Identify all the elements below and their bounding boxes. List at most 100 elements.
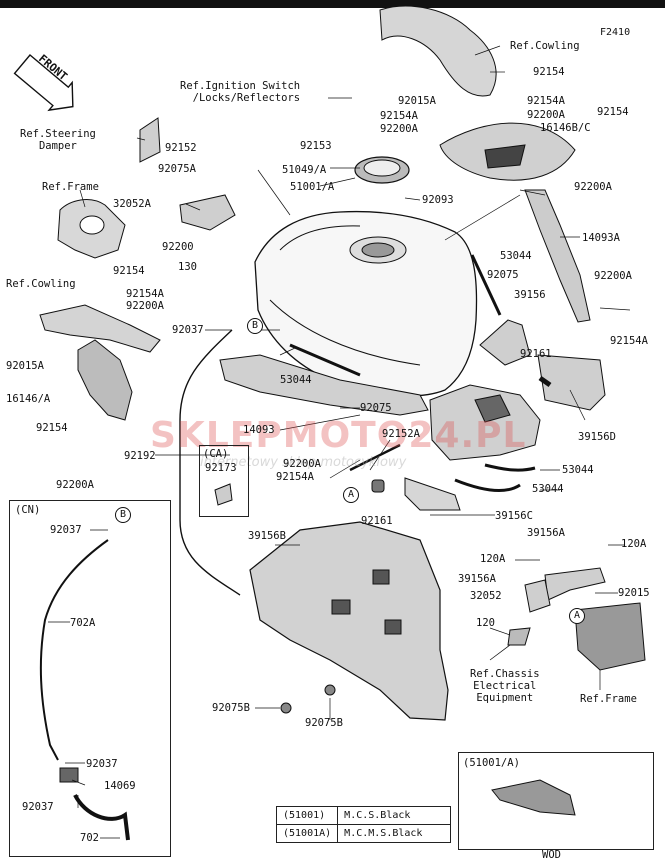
inset-box <box>458 752 654 850</box>
part-92154-ll: 92154 <box>36 422 68 434</box>
part-53044-c2: 53044 <box>532 483 564 495</box>
diagram-code: F2410 <box>600 27 631 38</box>
part-92152: 92152 <box>165 142 197 154</box>
part-92037-cn: 92037 <box>50 524 82 536</box>
part-14093A: 14093A <box>582 232 620 244</box>
cn-label: (CN) <box>15 504 41 516</box>
part-14069: 14069 <box>104 780 136 792</box>
part-39156A: 39156A <box>527 527 565 539</box>
part-92200A-c: 92200A <box>283 458 321 470</box>
ref-steering-label: Ref.Steering Damper <box>20 128 96 152</box>
part-92154A-top: 92154A <box>527 95 565 107</box>
part-92154A-mid: 92154A <box>380 110 418 122</box>
part-92015A-l: 92015A <box>6 360 44 372</box>
part-92037-cn3: 92037 <box>22 801 54 813</box>
marker-b-main: B <box>247 318 263 334</box>
part-53044-c: 53044 <box>562 464 594 476</box>
part-32052A: 32052A <box>113 198 151 210</box>
side-cowling-left <box>39 304 161 353</box>
part-53044-l: 53044 <box>280 374 312 386</box>
marker-b-cn: B <box>115 507 131 523</box>
part-92161-r: 92161 <box>520 348 552 360</box>
upper-cowling <box>379 5 497 97</box>
part-92173: 92173 <box>205 462 237 474</box>
ref-cowling-left-label: Ref.Cowling <box>6 278 76 290</box>
part-92075-r: 92075 <box>487 269 519 281</box>
part-92153: 92153 <box>300 140 332 152</box>
part-92154A-c: 92154A <box>276 471 314 483</box>
front-arrow-icon <box>13 54 74 112</box>
ca-label: (CA) <box>203 448 229 460</box>
part-92154-top: 92154 <box>533 66 565 78</box>
table-cell-color: M.C.S.Black <box>337 806 452 825</box>
part-92200A-r: 92200A <box>527 109 565 121</box>
part-92154A-r3: 92154A <box>610 335 648 347</box>
part-39156B: 39156B <box>248 530 286 542</box>
table-row: (51001) M.C.S.Black <box>275 806 452 825</box>
ref-frame-left-label: Ref.Frame <box>42 181 99 193</box>
part-14093: 14093 <box>243 424 275 436</box>
part-92154-l: 92154 <box>113 265 145 277</box>
part-92154-r: 92154 <box>597 106 629 118</box>
part-92075B-l: 92075B <box>212 702 250 714</box>
part-92154A-l: 92154A <box>126 288 164 300</box>
part-92015A-top: 92015A <box>398 95 436 107</box>
ref-ignition-label-1: Ref.Ignition Switch /Locks/Reflectors <box>180 80 301 104</box>
part-92200A-ll: 92200A <box>56 479 94 491</box>
part-39156: 39156 <box>514 289 546 301</box>
part-120: 120 <box>476 617 495 629</box>
table-cell-color: M.C.M.S.Black <box>337 824 452 843</box>
watermark-brand-accent: MOTO <box>282 415 409 456</box>
part-120A-l: 120A <box>480 553 506 565</box>
part-16146A: 16146/A <box>6 393 51 405</box>
marker-a-right: A <box>569 608 585 624</box>
side-cover-lower-left <box>219 354 429 416</box>
part-130: 130 <box>178 261 197 273</box>
table-cell-part: (51001) <box>275 806 339 825</box>
side-trim-right <box>524 189 591 323</box>
part-92037: 92037 <box>172 324 204 336</box>
part-92161-c: 92161 <box>361 515 393 527</box>
under-tray <box>249 521 449 721</box>
part-92200A-mid: 92200A <box>380 123 418 135</box>
top-border <box>0 0 665 8</box>
part-702A: 702A <box>70 617 96 629</box>
ref-cowling-top-label: Ref.Cowling <box>510 40 580 52</box>
part-92037-cn2: 92037 <box>86 758 118 770</box>
part-92015: 92015 <box>618 587 650 599</box>
part-92075A: 92075A <box>158 163 196 175</box>
part-92075-c: 92075 <box>360 402 392 414</box>
part-92152A: 92152A <box>382 428 420 440</box>
part-16146BC: 16146B/C <box>540 122 591 134</box>
part-53044-r: 53044 <box>500 250 532 262</box>
part-92200A-r2: 92200A <box>574 181 612 193</box>
watermark-brand: SKLEPMOTO24.PL <box>150 415 527 456</box>
table-cell-part: (51001A) <box>275 824 339 843</box>
part-702: 702 <box>80 832 99 844</box>
part-32052: 32052 <box>470 590 502 602</box>
ca-variant-box <box>199 445 249 517</box>
color-table: (51001) M.C.S.Black (51001A) M.C.M.S.Bla… <box>275 806 452 843</box>
part-51049A: 51049/A <box>282 164 327 176</box>
part-120A-r: 120A <box>621 538 647 550</box>
table-row: (51001A) M.C.M.S.Black <box>275 824 452 843</box>
ref-frame-right-label: Ref.Frame <box>580 693 637 705</box>
part-39156C: 39156C <box>495 510 533 522</box>
part-39156A-l: 39156A <box>458 573 496 585</box>
part-92192: 92192 <box>124 450 156 462</box>
part-51001A: 51001/A <box>290 181 335 193</box>
part-92200: 92200 <box>162 241 194 253</box>
part-92093: 92093 <box>422 194 454 206</box>
part-92200A-l: 92200A <box>126 300 164 312</box>
breather-hose <box>179 329 241 596</box>
cn-variant-box <box>9 500 171 857</box>
part-92075B-r: 92075B <box>305 717 343 729</box>
part-92200A-r3: 92200A <box>594 270 632 282</box>
inset-caption: WOD <box>542 849 561 861</box>
inset-label: (51001/A) <box>463 757 520 769</box>
part-39156D: 39156D <box>578 431 616 443</box>
ref-chassis-label: Ref.Chassis Electrical Equipment <box>470 668 540 704</box>
marker-a-main: A <box>343 487 359 503</box>
watermark-tagline: internetowy sklep motocyklowy <box>200 455 407 470</box>
